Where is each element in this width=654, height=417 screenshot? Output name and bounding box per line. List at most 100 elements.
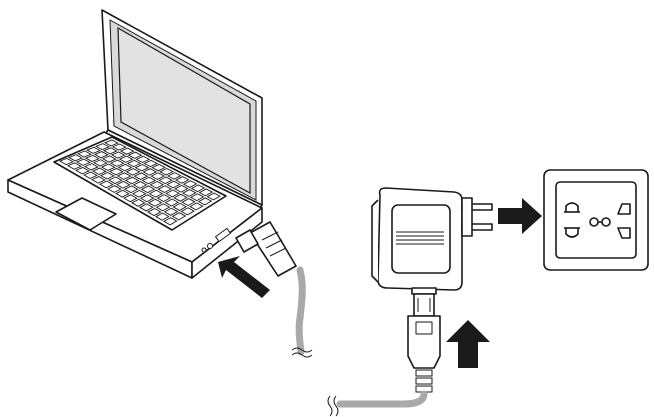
keyboard-key: [126, 159, 142, 168]
keyboard-key: [149, 180, 165, 189]
keyboard-key: [111, 143, 127, 151]
keyboard-key: [182, 189, 197, 197]
keyboard-keys: [59, 139, 221, 226]
keyboard-key: [143, 159, 159, 168]
keyboard-key: [155, 203, 171, 212]
keyboard-key: [91, 176, 106, 184]
keyboard-key: [127, 151, 143, 159]
keyboard-key: [83, 163, 99, 171]
keyboard-key: [115, 189, 130, 198]
keyboard-key: [103, 139, 119, 147]
keyboard-key: [123, 185, 139, 194]
keyboard-key: [116, 172, 132, 180]
keyboard-key: [151, 163, 166, 172]
keyboard-key: [174, 176, 190, 184]
adapter-usb-port: [411, 287, 437, 295]
keyboard-key: [189, 193, 205, 202]
keyboard-key: [165, 189, 180, 198]
socket-round-hole: [601, 217, 611, 227]
keyboard-key: [117, 163, 133, 172]
arrow-icon: [446, 320, 490, 368]
keyboard-key: [147, 198, 163, 207]
laptop-cable: [295, 266, 306, 356]
keyboard-key: [84, 154, 100, 163]
cable-cut-mark: [291, 347, 313, 358]
keyboard-key: [139, 194, 155, 203]
keyboard-key: [93, 151, 109, 159]
usb-plug-grip: [415, 369, 433, 393]
keyboard-key: [94, 143, 110, 151]
keyboard-key: [180, 207, 195, 216]
socket-hole: [565, 202, 579, 212]
adapter-prong-base: [461, 197, 473, 237]
keyboard-key: [83, 171, 98, 180]
keyboard-key: [115, 180, 131, 189]
usb-plug-label: [415, 321, 433, 335]
keyboard-key: [132, 181, 148, 189]
keyboard-key: [147, 207, 162, 217]
usb-plug-tip: [235, 229, 259, 253]
keyboard-key: [75, 166, 90, 175]
laptop-usb-port: [214, 227, 232, 243]
keyboard-key: [139, 203, 154, 212]
arrow-icon: [498, 198, 542, 234]
laptop-icon: [7, 9, 263, 279]
keyboard-key: [107, 185, 122, 193]
socket-hole: [565, 228, 579, 238]
usb-plug-body: [249, 221, 297, 277]
keyboard-key: [166, 180, 181, 189]
keyboard-key: [109, 159, 125, 167]
adapter-side: [371, 199, 379, 283]
keyboard-key: [99, 180, 114, 189]
keyboard-key: [85, 146, 101, 154]
arrow-icon: [218, 256, 270, 298]
keyboard-key: [182, 180, 198, 188]
keyboard-key: [163, 217, 178, 226]
keyboard-key: [142, 168, 158, 176]
keyboard-key: [110, 151, 126, 159]
keyboard-key: [100, 163, 116, 171]
keyboard-key: [167, 172, 182, 180]
keyboard-key: [198, 188, 214, 197]
keyboard-key: [164, 198, 180, 207]
usb-plug-icon: [327, 293, 441, 417]
wall-socket-icon: [543, 169, 649, 271]
keyboard-key: [171, 212, 187, 221]
socket-hole: [617, 227, 631, 239]
keyboard-key: [174, 184, 189, 193]
keyboard-key: [108, 167, 124, 176]
keyboard-key: [101, 155, 117, 163]
keyboard-key: [131, 189, 147, 198]
laptop-touchpad: [55, 197, 117, 231]
keyboard-key: [118, 155, 134, 163]
keyboard-key: [131, 198, 146, 207]
usb-plug-metal: [413, 293, 435, 317]
laptop-screen: [117, 26, 251, 195]
keyboard-key: [190, 184, 206, 193]
keyboard-key: [91, 167, 107, 175]
keyboard-key: [134, 163, 150, 172]
keyboard-key: [140, 185, 156, 194]
keyboard-key: [163, 207, 179, 216]
adapter-front: [391, 204, 451, 274]
keyboard-key: [159, 168, 174, 176]
keyboard-key: [92, 159, 108, 167]
keyboard-key: [102, 147, 118, 155]
keyboard-key: [124, 176, 140, 185]
socket-hole: [617, 203, 631, 215]
keyboard-key: [107, 176, 123, 185]
keyboard-key: [172, 202, 188, 211]
usb-plug-icon: [235, 221, 313, 358]
keyboard-key: [181, 198, 196, 207]
power-adapter-icon: [371, 187, 493, 295]
keyboard-key: [119, 147, 135, 155]
keyboard-key: [123, 194, 138, 203]
cable-cut-mark-2: [327, 395, 339, 417]
keyboard-key: [76, 150, 92, 158]
keyboard-key: [173, 193, 188, 202]
keyboard-key: [125, 168, 141, 176]
keyboard-key: [67, 162, 82, 170]
keyboard-key: [99, 171, 115, 180]
